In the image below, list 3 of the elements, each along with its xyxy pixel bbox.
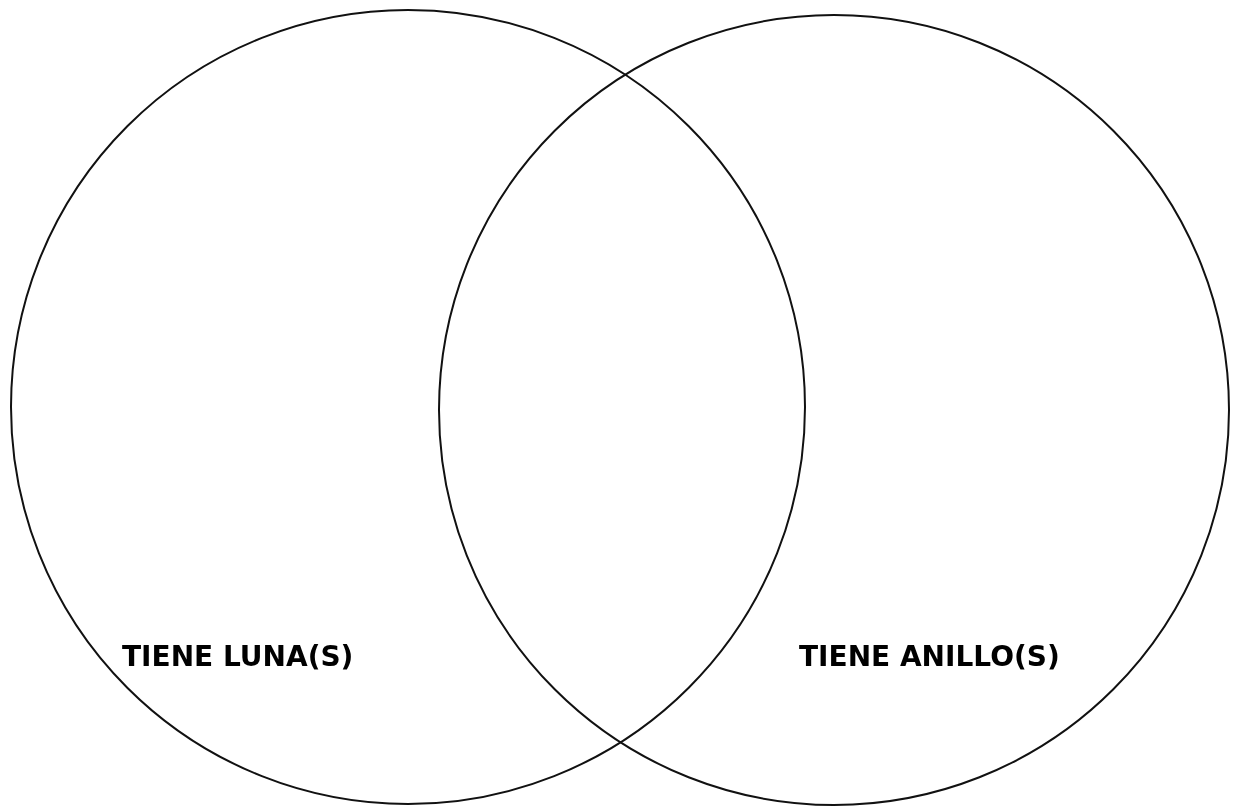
set-label: TIENE ANILLO(S)	[799, 640, 1060, 673]
venn-circle	[438, 14, 1230, 806]
set-label: TIENE LUNA(S)	[122, 640, 354, 673]
